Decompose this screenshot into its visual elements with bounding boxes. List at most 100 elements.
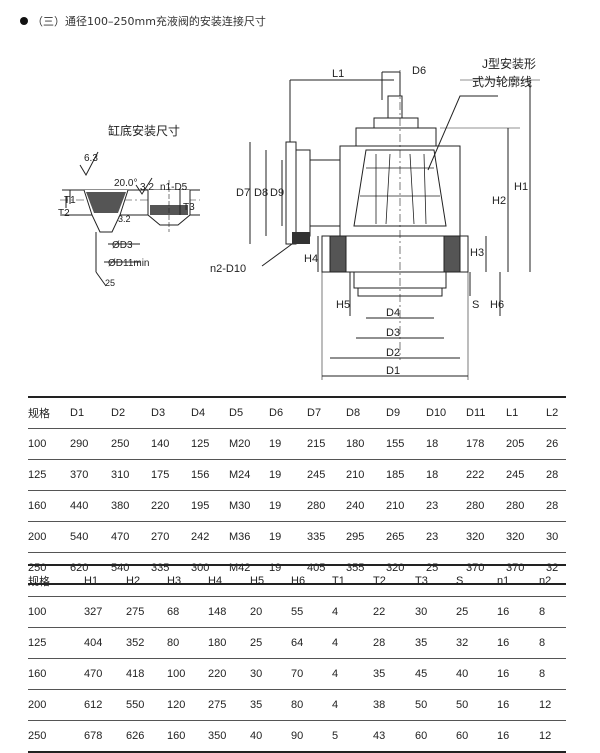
table-cell: 35 — [250, 699, 263, 711]
table-cell: 156 — [191, 469, 210, 481]
table-cell: 4 — [332, 668, 339, 680]
valve-body-drawing: L1 D6 J型安装形 式为轮廓线 D7 D8 D9 — [210, 56, 540, 380]
table-cell: 245 — [506, 469, 525, 481]
table-cell: 155 — [386, 438, 405, 450]
column-header: 规格 — [28, 408, 50, 420]
column-header: H6 — [291, 575, 306, 587]
table-cell: 320 — [506, 531, 525, 543]
table-cell: 355 — [346, 562, 365, 574]
column-header: D6 — [269, 407, 284, 419]
table-cell: 60 — [456, 730, 469, 742]
table-cell: 19 — [269, 500, 282, 512]
section-heading-text: （三）通径100–250mm充液阀的安装连接尺寸 — [32, 15, 266, 28]
table-cell: 68 — [167, 606, 180, 618]
table-cell: 310 — [111, 469, 130, 481]
technical-drawing: 缸底安装尺寸 6.3 20.0° 3.2 n1-D5 T1 T2 T3 3.2 … — [58, 56, 540, 380]
table-cell: 40 — [456, 668, 469, 680]
table-cell: 26 — [546, 438, 559, 450]
column-header: n1 — [497, 575, 510, 587]
table-cell: 280 — [466, 500, 485, 512]
table-cell: 50 — [415, 699, 428, 711]
table-cell: 350 — [208, 730, 227, 742]
table-cell: 18 — [426, 469, 439, 481]
table-cell: 148 — [208, 606, 227, 618]
table-cell: 18 — [426, 438, 439, 450]
table-cell: 35 — [373, 668, 386, 680]
table-cell: 335 — [151, 562, 170, 574]
column-header: D11 — [466, 407, 486, 419]
table-cell: 205 — [506, 438, 525, 450]
table-cell: 280 — [307, 500, 326, 512]
table-cell: 80 — [291, 699, 304, 711]
table-cell: 19 — [269, 562, 282, 574]
table-cell: 418 — [126, 668, 145, 680]
label-d9: D9 — [270, 187, 284, 199]
table-cell: 22 — [373, 606, 386, 618]
table-cell: 40 — [250, 730, 263, 742]
label-h4: H4 — [304, 253, 318, 265]
column-header: H4 — [208, 575, 223, 587]
label-h5: H5 — [336, 299, 350, 311]
table-cell: 678 — [84, 730, 103, 742]
table-cell: 25 — [250, 637, 263, 649]
column-header: H2 — [126, 575, 141, 587]
table-cell: 220 — [151, 500, 170, 512]
table-cell: 180 — [208, 637, 227, 649]
callout-line2: 式为轮廓线 — [472, 74, 532, 89]
table-cell: 300 — [191, 562, 210, 574]
table-cell: 25 — [456, 606, 469, 618]
roughness-3.2: 3.2 — [140, 182, 154, 193]
label-t2: T2 — [58, 208, 70, 219]
table-cell: 125 — [191, 438, 210, 450]
label-d1: D1 — [386, 365, 400, 377]
table-cell: 220 — [208, 668, 227, 680]
table-cell: 200 — [28, 699, 47, 711]
label-h6: H6 — [490, 299, 504, 311]
label-s: S — [472, 299, 479, 311]
cylinder-bottom-detail: 缸底安装尺寸 6.3 20.0° 3.2 n1-D5 T1 T2 T3 3.2 … — [58, 123, 200, 288]
table-cell: 5 — [332, 730, 339, 742]
table-cell: 250 — [28, 730, 47, 742]
table-cell: 250 — [111, 438, 130, 450]
table-cell: 4 — [332, 699, 339, 711]
roughness-3.2b: 3.2 — [118, 214, 131, 224]
label-h3: H3 — [470, 247, 484, 259]
column-header: D2 — [111, 407, 126, 419]
table-cell: 55 — [291, 606, 304, 618]
label-n1-d5: n1-D5 — [160, 182, 188, 193]
table-cell: M42 — [229, 562, 251, 574]
column-header: D8 — [346, 407, 361, 419]
table-cell: 195 — [191, 500, 210, 512]
table-cell: 16 — [497, 699, 510, 711]
table-cell: 12 — [539, 730, 552, 742]
table-cell: 19 — [269, 531, 282, 543]
table-cell: 160 — [28, 500, 47, 512]
table-cell: 370 — [466, 562, 485, 574]
table-cell: 45 — [415, 668, 428, 680]
label-d3-dia: ØD3 — [112, 240, 133, 251]
table-cell: 30 — [415, 606, 428, 618]
column-header: H5 — [250, 575, 265, 587]
label-n2-d10: n2-D10 — [210, 263, 246, 275]
table-cell: 265 — [386, 531, 405, 543]
table-cell: 43 — [373, 730, 386, 742]
table-cell: 23 — [426, 531, 439, 543]
label-l1: L1 — [332, 68, 344, 80]
table-cell: 16 — [497, 637, 510, 649]
table-cell: 32 — [546, 562, 559, 574]
table-cell: 540 — [70, 531, 89, 543]
table-cell: 100 — [167, 668, 186, 680]
label-h2: H2 — [492, 195, 506, 207]
table-cell: 120 — [167, 699, 186, 711]
table-cell: 19 — [269, 469, 282, 481]
table-cell: 28 — [373, 637, 386, 649]
table-cell: 550 — [126, 699, 145, 711]
label-d7: D7 — [236, 187, 250, 199]
table-cell: 16 — [497, 606, 510, 618]
